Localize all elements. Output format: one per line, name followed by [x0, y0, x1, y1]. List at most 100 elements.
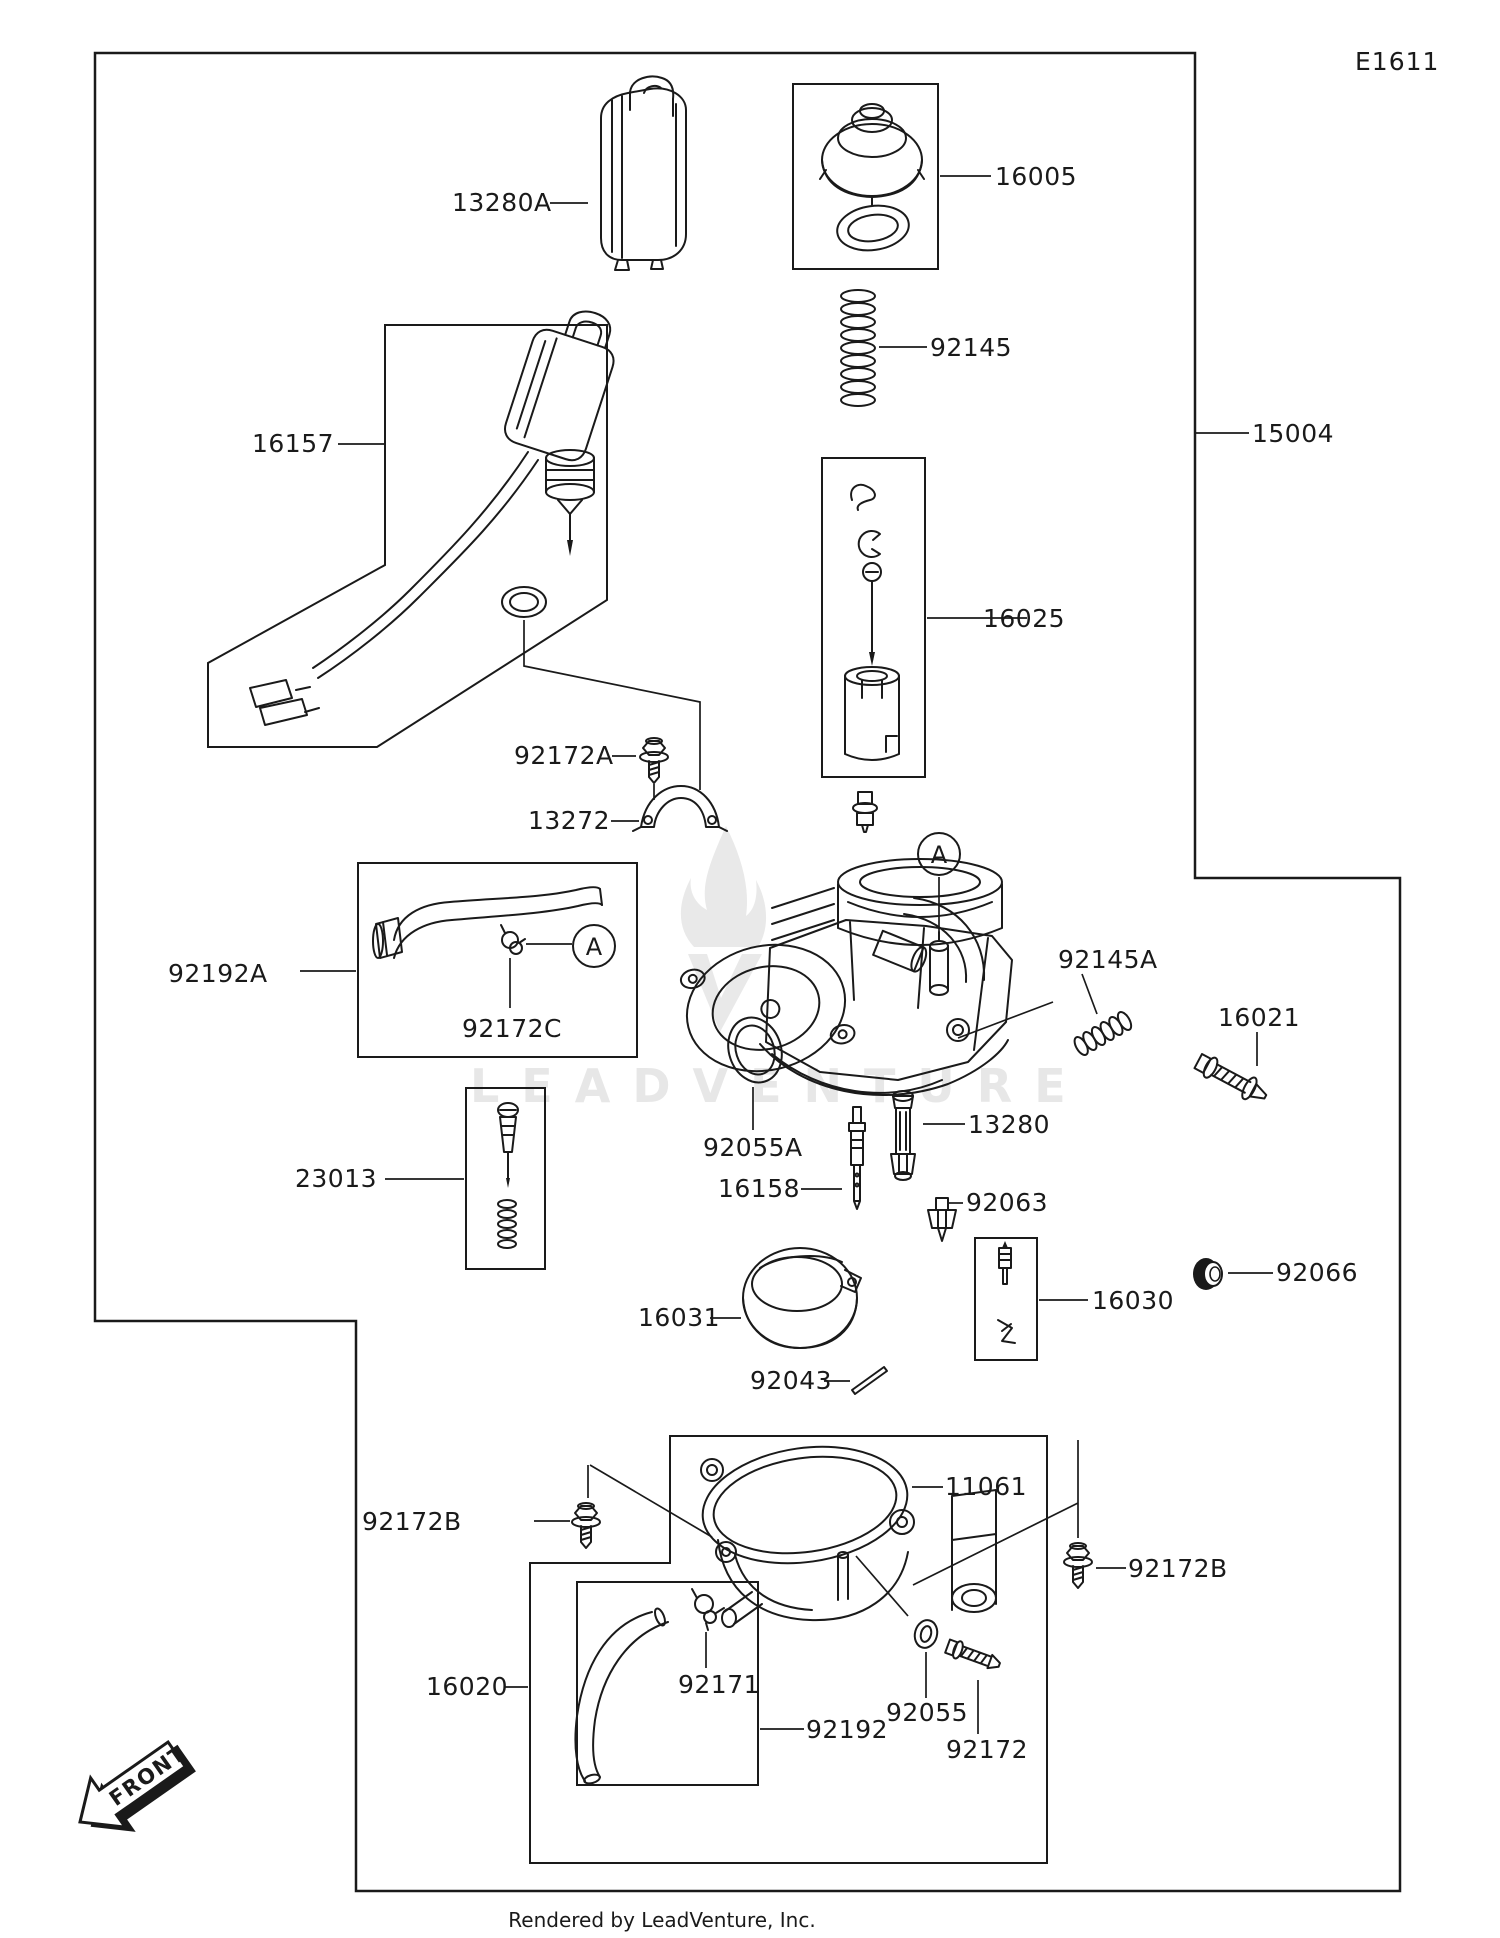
indicator-92172b-right	[912, 1440, 1079, 1586]
part-label-92055[interactable]: 92055	[886, 1698, 968, 1727]
slide-kit-drawing	[844, 483, 900, 761]
part-group-16005: 16005	[792, 83, 1077, 270]
part-label-16020[interactable]: 16020	[426, 1672, 508, 1701]
part-group-15004: 15004	[1196, 419, 1334, 448]
detail-marker-a-2: A	[931, 841, 948, 869]
part-group-11061: 11061	[700, 1445, 1027, 1628]
part-group-92066: 92066	[1193, 1258, 1358, 1290]
part-label-92192a[interactable]: 92192A	[168, 959, 268, 988]
part-label-23013[interactable]: 23013	[295, 1164, 377, 1193]
part-box-92192	[576, 1581, 759, 1786]
gasket-ring-drawing-92055a	[727, 1016, 783, 1084]
part-label-92192[interactable]: 92192	[806, 1715, 888, 1744]
pilot-jet-drawing-16158	[848, 1106, 866, 1210]
part-label-13280a[interactable]: 13280A	[452, 188, 552, 217]
part-group-92192a: 92172C A 92192A	[168, 862, 638, 1058]
part-label-92145[interactable]: 92145	[930, 333, 1012, 362]
pointer-carb-to-spring	[957, 1001, 1054, 1039]
part-group-92043: 92043	[750, 1366, 888, 1395]
part-group-13272: 13272	[528, 785, 728, 835]
part-group-16158: 16158	[718, 1106, 866, 1210]
part-label-16030[interactable]: 16030	[1092, 1286, 1174, 1315]
part-group-92172: 92172	[944, 1638, 1028, 1764]
part-label-92043[interactable]: 92043	[750, 1366, 832, 1395]
detail-marker-a-circle-2	[917, 832, 961, 876]
part-label-92172b-right[interactable]: 92172B	[1128, 1554, 1228, 1583]
part-box-16005	[792, 83, 939, 270]
part-group-92172a: 92172A	[514, 737, 669, 800]
part-label-16031[interactable]: 16031	[638, 1303, 720, 1332]
part-box-float-bowl-group	[529, 1435, 1048, 1864]
part-label-16025[interactable]: 16025	[983, 604, 1065, 633]
cover-drawing-13280a	[600, 75, 687, 271]
needle-jet-holder-drawing	[852, 791, 878, 833]
spring-drawing-92145a	[1073, 1010, 1133, 1057]
pin-drawing-92043	[851, 1366, 888, 1395]
part-group-16025: 16025	[821, 457, 1065, 833]
part-group-13280: 13280	[890, 1090, 1050, 1181]
footer-credit: Rendered by LeadVenture, Inc.	[508, 1908, 815, 1932]
part-group-92172b-left: 92172B	[362, 1464, 713, 1549]
clamp-drawing-92172c	[500, 924, 526, 955]
carburetor-body-drawing	[679, 858, 1013, 1096]
part-group-92145: 92145	[840, 289, 1012, 407]
part-group-92055: 92055	[855, 1555, 968, 1727]
jet-holder-drawing-13280	[890, 1090, 916, 1181]
part-group-16030: 16030	[974, 1237, 1174, 1361]
part-box-16025	[821, 457, 926, 778]
part-label-92055a[interactable]: 92055A	[703, 1133, 803, 1162]
detail-marker-a-circle-1	[572, 924, 616, 968]
float-drawing-16031	[742, 1247, 862, 1349]
diagram-code: E1611	[1355, 47, 1439, 76]
leader-solenoid-oring	[523, 620, 701, 790]
part-group-92145a: 92145A	[957, 945, 1158, 1057]
oring-drawing-92055	[913, 1619, 939, 1649]
throttle-cap-drawing	[819, 103, 925, 252]
part-label-16021[interactable]: 16021	[1218, 1003, 1300, 1032]
screw-drawing-92172	[944, 1638, 1001, 1670]
plug-drawing-92066	[1193, 1258, 1223, 1290]
part-label-92172[interactable]: 92172	[946, 1735, 1028, 1764]
part-group-23013: 23013	[295, 1087, 546, 1270]
part-label-16158[interactable]: 16158	[718, 1174, 800, 1203]
part-group-92172b-right: 92172B	[912, 1440, 1228, 1589]
hose-drawing-92192a	[372, 886, 603, 959]
part-label-92145a[interactable]: 92145A	[1058, 945, 1158, 974]
part-label-92172b-left[interactable]: 92172B	[362, 1507, 462, 1536]
screw-drawing-16021	[1193, 1053, 1268, 1101]
float-valve-drawing-16030	[997, 1241, 1016, 1344]
hose-drawing-92192	[574, 1607, 669, 1785]
part-group-16031: 16031	[638, 1247, 862, 1349]
part-label-11061[interactable]: 11061	[945, 1472, 1027, 1501]
part-group-16020: 92171 16020 92192	[426, 1581, 888, 1786]
part-box-92192a	[357, 862, 638, 1058]
solenoid-drawing-16157	[249, 310, 615, 726]
detail-marker-a-1: A	[586, 933, 603, 961]
screw-drawing-92172b-right	[1063, 1542, 1093, 1589]
indicator-92172b-left	[587, 1464, 713, 1538]
part-label-92172c[interactable]: 92172C	[462, 1014, 562, 1043]
part-label-92063[interactable]: 92063	[966, 1188, 1048, 1217]
pointer-bowl-to-oring	[855, 1555, 909, 1617]
part-box-16157	[207, 324, 608, 748]
leadventure-watermark-text: LEADVENTURE	[470, 1059, 1088, 1113]
screw-drawing-92172b-left	[571, 1502, 601, 1549]
part-label-92172a[interactable]: 92172A	[514, 741, 614, 770]
part-group-92055a: 92055A	[703, 1016, 803, 1162]
part-label-13272[interactable]: 13272	[528, 806, 610, 835]
jet-drawing-92063	[927, 1197, 957, 1242]
part-group-13280a: 13280A	[452, 75, 687, 271]
part-label-92171[interactable]: 92171	[678, 1670, 760, 1699]
detail-marker-a-2-group: A	[917, 832, 961, 936]
bracket-drawing-13272	[632, 785, 728, 832]
part-box-16030	[974, 1237, 1038, 1361]
part-label-92066[interactable]: 92066	[1276, 1258, 1358, 1287]
part-box-23013	[465, 1087, 546, 1270]
part-label-16157[interactable]: 16157	[252, 429, 334, 458]
leadventure-flame-logo-icon	[680, 826, 767, 1032]
part-label-15004[interactable]: 15004	[1252, 419, 1334, 448]
front-arrow-icon: FRONT	[78, 1739, 196, 1832]
part-label-16005[interactable]: 16005	[995, 162, 1077, 191]
float-bowl-drawing	[700, 1445, 997, 1628]
part-label-13280[interactable]: 13280	[968, 1110, 1050, 1139]
